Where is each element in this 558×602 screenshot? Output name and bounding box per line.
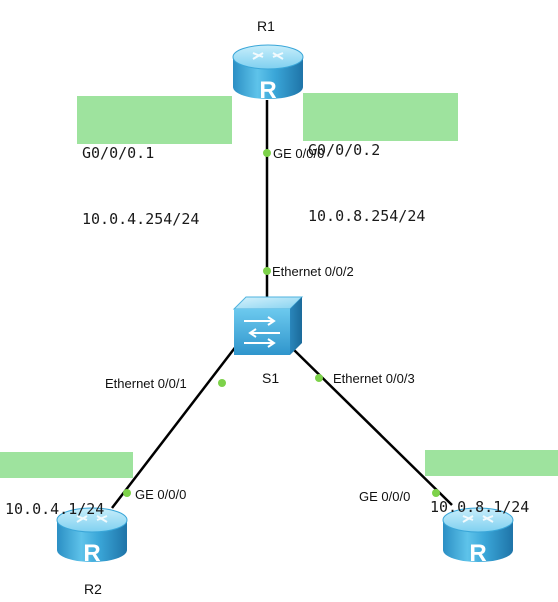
address-box-r1-sub1: G0/0/0.1 10.0.4.254/24 (77, 96, 232, 228)
host-ip: 10.0.8.1/24 (430, 498, 530, 516)
device-label-r1: R1 (257, 18, 275, 34)
router-icon[interactable]: R (232, 44, 304, 104)
port-dot-r3-ge (432, 489, 440, 497)
address-box-r1-sub2: G0/0/0.2 10.0.8.254/24 (303, 93, 458, 225)
device-label-r2: R2 (84, 581, 102, 597)
port-dot-r1-ge (263, 149, 271, 157)
port-dot-s1-e3 (315, 374, 323, 382)
subinterface-ip: 10.0.4.254/24 (82, 210, 200, 228)
port-dot-s1-e2 (263, 267, 271, 275)
port-label-r2-ge: GE 0/0/0 (135, 487, 187, 502)
svg-text:R: R (83, 540, 100, 567)
subinterface-name: G0/0/0.1 (82, 144, 155, 162)
port-label-s1-e2: Ethernet 0/0/2 (272, 264, 354, 279)
subinterface-ip: 10.0.8.254/24 (308, 207, 426, 225)
port-dot-r2-ge (123, 489, 131, 497)
port-label-s1-e1: Ethernet 0/0/1 (105, 376, 187, 391)
port-label-r1-ge: GE 0/0/0 (273, 146, 325, 161)
device-label-s1: S1 (262, 370, 280, 386)
address-box-r3: 10.0.8.1/24 (425, 450, 558, 516)
subinterface-name: G0/0/0.2 (308, 141, 381, 159)
host-ip: 10.0.4.1/24 (5, 500, 105, 518)
address-box-r2: 10.0.4.1/24 (0, 452, 133, 518)
link-s1-r2 (111, 344, 238, 509)
svg-text:R: R (469, 540, 486, 567)
port-label-r3-ge: GE 0/0/0 (359, 489, 411, 504)
router-icon[interactable]: R (56, 507, 128, 567)
router-icon[interactable]: R (442, 507, 514, 567)
port-dot-s1-e1 (218, 379, 226, 387)
switch-icon[interactable] (232, 296, 304, 355)
port-label-s1-e3: Ethernet 0/0/3 (333, 371, 415, 386)
svg-text:R: R (259, 77, 276, 104)
